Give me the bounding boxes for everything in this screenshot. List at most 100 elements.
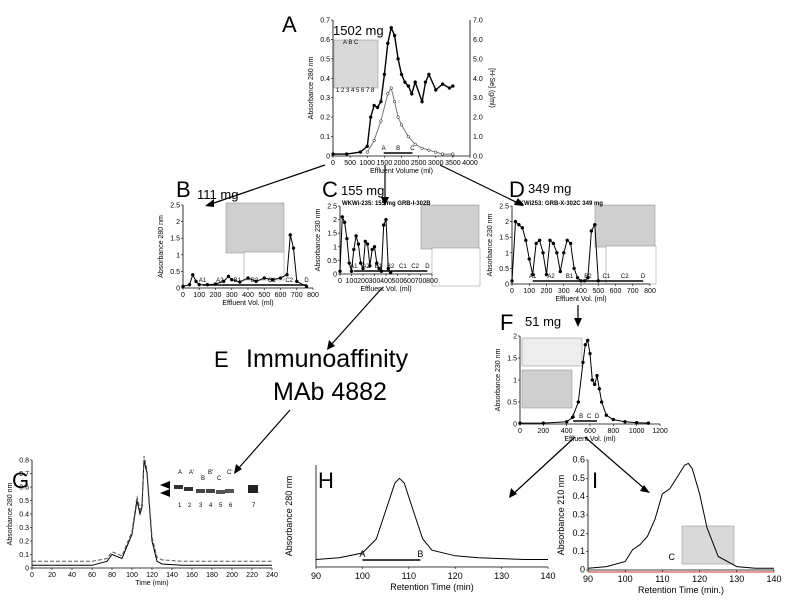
x-tick-label: 800	[426, 278, 438, 285]
x-tick-label: 700	[627, 288, 639, 295]
y-tick-label: 2.5	[327, 204, 337, 211]
y-axis-title: Absorbance 280 nm	[158, 215, 165, 278]
x-tick-label: 110	[402, 571, 416, 581]
data-point	[568, 241, 573, 246]
x-tick-label: 0	[30, 572, 34, 579]
data-point	[595, 373, 599, 378]
x-tick-label: 2000	[394, 160, 410, 167]
arrow-a-to-d	[439, 164, 521, 205]
fraction-label: D	[641, 274, 646, 280]
data-point	[375, 261, 379, 265]
data-point	[420, 99, 424, 104]
data-point	[410, 92, 414, 96]
y-tick-label: 0	[25, 566, 29, 573]
x-tick-label: 300	[226, 292, 238, 299]
y-tick-label: 0.4	[572, 491, 585, 501]
y-tick-label: 0.5	[19, 498, 29, 505]
x-tick-label: 2500	[411, 160, 427, 167]
y-tick-label: 0.4	[320, 76, 330, 83]
bar-inset-b	[243, 251, 285, 281]
x-axis-title: Effluent Vol. (ml)	[564, 436, 615, 443]
fraction-label: C	[587, 414, 592, 420]
data-point	[389, 86, 393, 90]
gel-g-lane-1: 1	[178, 503, 182, 509]
data-point	[230, 277, 234, 282]
fraction-label: A2	[547, 274, 555, 280]
fraction-label: B2	[387, 264, 395, 270]
data-point	[530, 272, 535, 277]
data-point	[551, 241, 556, 246]
y-tick-label: 0.6	[19, 485, 29, 492]
fraction-label: A	[359, 549, 365, 559]
data-point	[451, 152, 455, 156]
y-tick-label: 1.5	[507, 356, 517, 363]
data-point	[447, 86, 452, 90]
data-point	[434, 150, 438, 154]
data-point	[379, 119, 383, 123]
data-point	[423, 80, 428, 84]
data-point	[331, 152, 335, 156]
data-point	[599, 400, 604, 404]
x-tick-label: 500	[344, 160, 356, 167]
gel-inset-a	[333, 39, 379, 89]
panel-letter-d: D	[509, 177, 525, 202]
data-point	[352, 247, 356, 252]
data-point	[384, 217, 388, 222]
x-tick-label: 0	[518, 428, 522, 435]
data-point	[544, 272, 549, 277]
fraction-label: C2	[621, 274, 629, 280]
series-line-0	[511, 220, 599, 282]
y-tick-label: 0.5	[572, 473, 585, 483]
data-point	[379, 99, 383, 104]
x-axis-title: Retention Time (min)	[390, 582, 474, 592]
x-tick-label: 100	[355, 571, 370, 581]
gel-a-bottom-labels: 1 2 3 4 5 6 7 8	[336, 88, 375, 94]
arrowhead-b	[205, 199, 214, 207]
x-tick-label: 500	[592, 288, 604, 295]
data-point	[370, 247, 374, 252]
fraction-label: C	[410, 146, 415, 152]
flow-arrows	[207, 164, 647, 496]
mab-label: MAb 4882	[273, 378, 387, 406]
y-axis-title: Absorbance 280 nm	[284, 476, 294, 557]
gel-inset-g: A A' B B' C C' 1 2 3 4 5 6 7	[160, 470, 258, 509]
y-axis-title: Absorbance 210 nm	[556, 475, 566, 556]
gel-g-top-a: A	[178, 470, 182, 476]
panel-letter-e: E	[214, 347, 229, 372]
x-tick-label: 80	[108, 572, 116, 579]
x-tick-label: 100	[523, 288, 535, 295]
y-tick-label: 0.7	[320, 18, 330, 25]
data-point	[592, 382, 597, 387]
x-tick-label: 130	[494, 571, 509, 581]
fraction-label: C	[668, 552, 675, 562]
data-point	[181, 284, 185, 289]
data-point	[381, 223, 386, 227]
x-tick-label: 700	[291, 292, 303, 299]
x-tick-label: 3000	[428, 160, 444, 167]
data-point	[427, 148, 431, 152]
data-point	[403, 80, 407, 84]
arrow-a-to-b	[207, 164, 326, 206]
x-tick-label: 500	[392, 278, 404, 285]
data-point	[363, 239, 368, 244]
fraction-label: B2	[251, 278, 259, 284]
gel-g-lane-3: 3	[199, 503, 203, 509]
fraction-label: D	[304, 278, 309, 284]
data-point	[646, 421, 651, 425]
data-point	[345, 236, 349, 241]
data-point	[520, 226, 525, 230]
band-2	[184, 487, 193, 491]
data-point	[440, 82, 445, 86]
gel-g-lane-5: 5	[219, 503, 223, 509]
panel-letter-i: I	[592, 468, 598, 493]
x-tick-label: 1000	[359, 160, 375, 167]
mass-d: 349 mg	[528, 181, 571, 196]
fraction-label: A	[571, 414, 575, 420]
data-point	[597, 387, 602, 391]
x-tick-label: 40	[68, 572, 76, 579]
fraction-label: B2	[584, 274, 592, 280]
data-point	[377, 266, 381, 271]
y2-tick-label: 2.0	[473, 115, 483, 122]
